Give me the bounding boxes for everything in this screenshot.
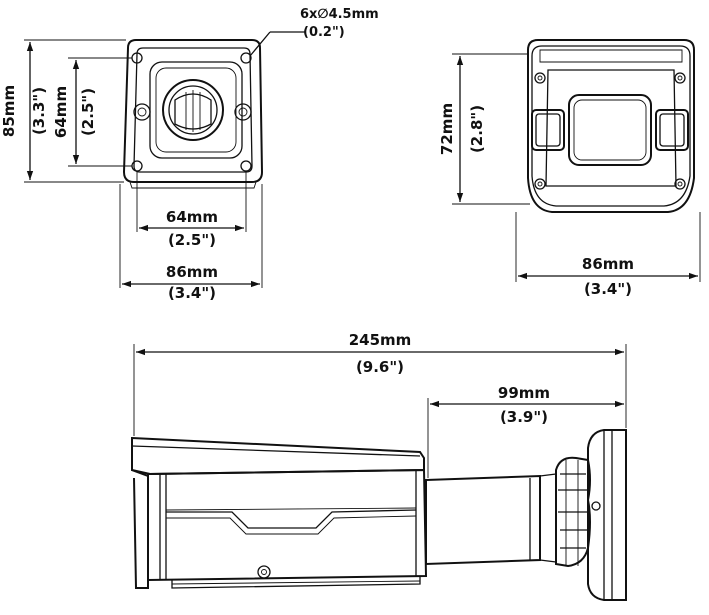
front-width-in: (3.4") bbox=[584, 280, 632, 298]
bracket-length-mm: 99mm bbox=[498, 384, 550, 402]
front-height-mm: 72mm bbox=[438, 103, 456, 155]
front-height-in: (2.8") bbox=[468, 105, 486, 153]
bracket-arm bbox=[425, 474, 541, 566]
mount-plate-outline bbox=[122, 39, 264, 183]
total-length-in: (9.6") bbox=[356, 358, 404, 376]
front-width-mm: 86mm bbox=[582, 255, 634, 273]
corner-hole-tr bbox=[240, 52, 252, 64]
ir-window-right bbox=[655, 109, 689, 151]
camera-front-view: 72mm (2.8") 86mm (3.4") bbox=[438, 39, 701, 298]
wall-base-plate bbox=[587, 429, 627, 601]
corner-hole-br bbox=[240, 160, 252, 172]
side-body bbox=[147, 468, 428, 582]
camera-side-view: 245mm (9.6") 99mm (3.9") bbox=[131, 331, 627, 601]
bracket-length-in: (3.9") bbox=[500, 408, 548, 426]
front-housing-outline bbox=[527, 39, 695, 213]
side-hole-right bbox=[234, 103, 252, 121]
mount-height-mm: 85mm bbox=[0, 85, 18, 137]
front-screw-bl bbox=[534, 178, 546, 190]
ir-window-left bbox=[531, 109, 565, 151]
mount-inner-height-in: (2.5") bbox=[79, 88, 97, 136]
mount-inner-width-mm: 64mm bbox=[166, 208, 218, 226]
mount-width-in: (3.4") bbox=[168, 284, 216, 302]
mount-inner-height-mm: 64mm bbox=[52, 86, 70, 138]
mount-height-in: (3.3") bbox=[30, 87, 48, 135]
front-screw-tr bbox=[674, 72, 686, 84]
side-hole-left bbox=[133, 103, 151, 121]
hole-spec-inch-label: (0.2") bbox=[303, 25, 345, 40]
front-screw-br bbox=[674, 178, 686, 190]
cable-hole bbox=[162, 79, 224, 141]
side-visor bbox=[131, 436, 425, 476]
mount-base-view: 6x∅4.5mm (0.2") 85mm (3.3") 64mm (2.5") … bbox=[0, 7, 379, 302]
side-screw bbox=[257, 565, 271, 579]
hole-spec-label: 6x∅4.5mm bbox=[300, 7, 379, 22]
total-length-mm: 245mm bbox=[349, 331, 412, 349]
mount-width-mm: 86mm bbox=[166, 263, 218, 281]
front-lens-window bbox=[568, 94, 652, 166]
mount-inner-width-in: (2.5") bbox=[168, 231, 216, 249]
front-screw-tl bbox=[534, 72, 546, 84]
